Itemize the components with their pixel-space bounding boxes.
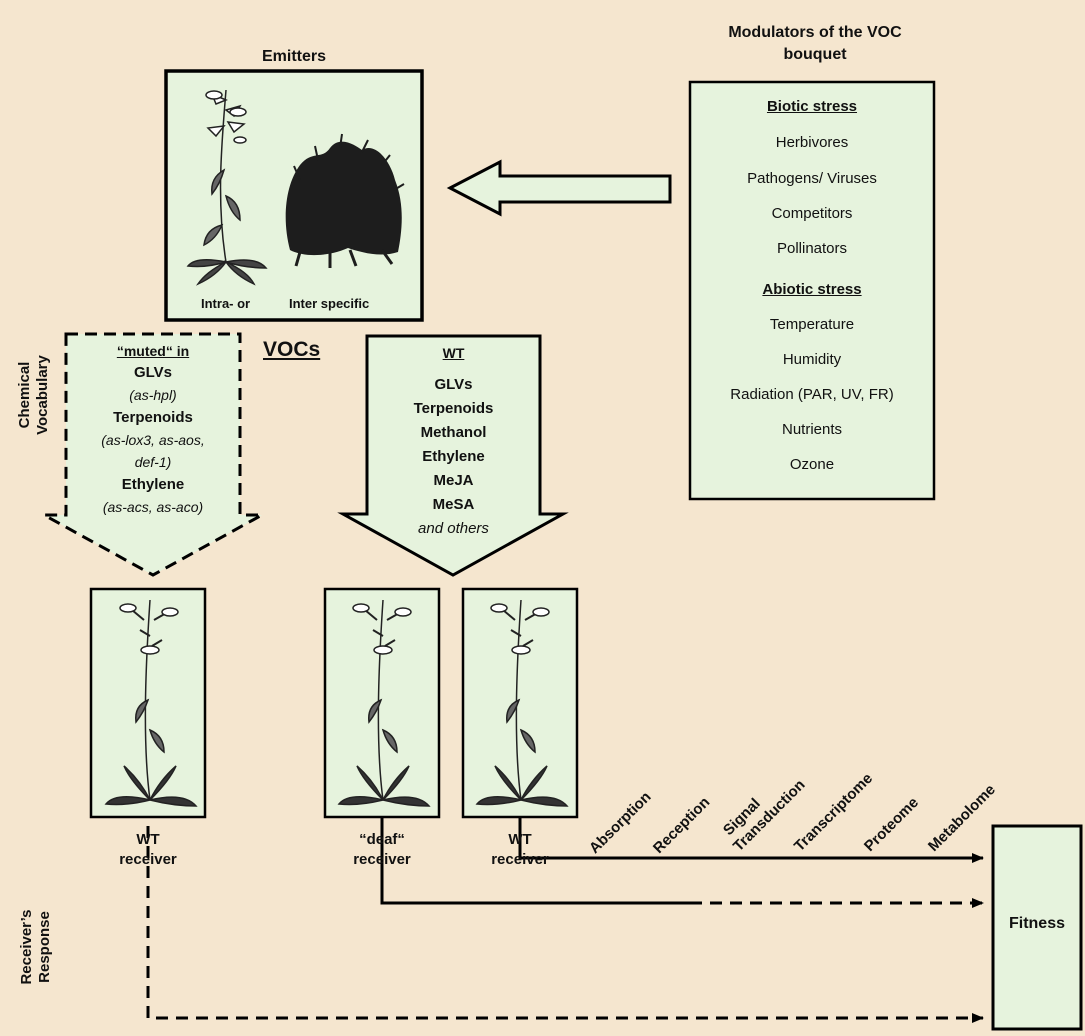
muted-ethylene-genes: (as-acs, as-aco) (102, 499, 204, 515)
modulator-item: Ozone (789, 456, 835, 473)
tobacco-plant-receiver-2-icon (337, 599, 431, 807)
modulator-item: Nutrients (781, 421, 843, 438)
modulator-influence-arrow (446, 159, 672, 217)
tobacco-plant-receiver-1-icon (104, 599, 198, 807)
fitness-box (991, 824, 1083, 1031)
abiotic-stress-heading: Abiotic stress (762, 281, 862, 298)
sagebrush-shrub-icon (285, 133, 405, 268)
receiver-box-deaf (323, 587, 441, 819)
wt-emission-item: GLVs (434, 376, 473, 393)
muted-glvs: GLVs (133, 364, 173, 381)
fitness-label: Fitness (1008, 915, 1065, 932)
deaf-receiver-response-line (380, 802, 690, 905)
wt-emission-item: MeJA (433, 472, 474, 489)
modulator-item: Pathogens/ Viruses (747, 170, 877, 187)
muted-terpenoids: Terpenoids (113, 409, 193, 426)
receiver-label-line2: receiver (119, 851, 177, 868)
wt-receiver-response-line (518, 802, 984, 863)
modulator-item: Herbivores (775, 134, 849, 151)
muted-glvs-genes: (as-hpl) (129, 387, 177, 403)
modulators-title-line2: bouquet (783, 46, 847, 63)
emitters-label-inter: Inter specific (289, 296, 370, 311)
muted-terpenoids-genes-2: def-1) (134, 454, 172, 470)
vocs-label: VOCs (263, 338, 321, 361)
chemical-vocabulary-label: Chemical Vocabulary (16, 355, 51, 435)
muted-emission-arrow (43, 332, 263, 577)
modulator-item: Radiation (PAR, UV, FR) (730, 386, 894, 403)
muted-terpenoids-genes-1: (as-lox3, as-aos, (101, 432, 205, 448)
tobacco-plant-emitter-icon (186, 89, 268, 286)
biotic-stress-heading: Biotic stress (766, 98, 858, 115)
wt-emission-others: and others (418, 520, 489, 537)
modulator-item: Humidity (782, 351, 842, 368)
modulator-item: Temperature (769, 316, 855, 333)
wt-emission-arrow (337, 334, 569, 577)
receiver-label-line2: receiver (353, 851, 411, 868)
wt-emission-item: MeSA (432, 496, 475, 513)
modulators-box (688, 80, 936, 501)
receiver-box-wt-right (461, 587, 579, 819)
wt-emission-item: Methanol (420, 424, 487, 441)
wt-emission-item: Terpenoids (413, 400, 494, 417)
receiver-label-line1: WT (136, 831, 160, 848)
emitters-label-intra: Intra- or (201, 296, 251, 311)
receiver-label-line2: receiver (491, 851, 549, 868)
wt-emission-heading: WT (442, 345, 465, 361)
emitters-title: Emitters (261, 48, 327, 65)
receiver-label-line1: “deaf“ (359, 831, 405, 848)
receivers-response-label: Receiver’s Response (18, 909, 53, 985)
muted-receiver-response-line (146, 806, 984, 1023)
tobacco-plant-receiver-3-icon (475, 599, 569, 807)
modulator-item: Competitors (771, 205, 853, 222)
receiver-label-line1: WT (508, 831, 532, 848)
modulator-item: Pollinators (776, 240, 848, 257)
muted-heading: “muted“ in (116, 343, 190, 359)
wt-emission-item: Ethylene (422, 448, 485, 465)
muted-ethylene: Ethylene (121, 476, 185, 493)
modulators-title-line1: Modulators of the VOC (728, 24, 902, 41)
